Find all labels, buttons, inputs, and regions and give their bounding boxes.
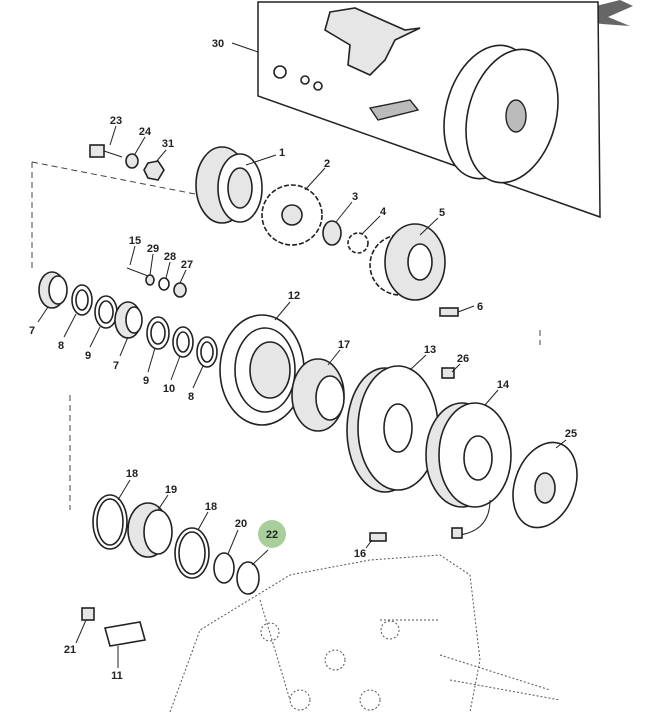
- sprocket-2: [261, 184, 323, 246]
- rotor-13: [346, 365, 439, 493]
- bolt-23: [89, 144, 123, 158]
- armature-25: [512, 441, 578, 529]
- callout-label[interactable]: 3: [352, 191, 358, 203]
- callout-label[interactable]: 11: [111, 670, 123, 682]
- callout-label[interactable]: 7: [113, 360, 119, 372]
- callout-label[interactable]: 31: [162, 138, 174, 150]
- sprocket-hub-5: [369, 223, 446, 301]
- callout-label[interactable]: 2: [324, 158, 330, 170]
- callout-label[interactable]: 21: [64, 644, 76, 656]
- callout-label[interactable]: 15: [129, 235, 141, 247]
- hub-17: [291, 358, 345, 432]
- callout-label[interactable]: 20: [235, 518, 247, 530]
- callout-label[interactable]: 4: [380, 206, 387, 218]
- callout-label[interactable]: 8: [58, 340, 64, 352]
- callout-label[interactable]: 18: [205, 501, 217, 513]
- callout-label[interactable]: 26: [457, 353, 469, 365]
- callout-label[interactable]: 6: [477, 301, 483, 313]
- highlight-circle-22[interactable]: [258, 520, 286, 548]
- callout-labels: 30 23 24 31 1 2 3 4 5 15 29 28 27 7 8 9 …: [29, 38, 577, 682]
- bearing-row: [38, 271, 218, 368]
- callout-label[interactable]: 18: [126, 468, 138, 480]
- callout-label[interactable]: 27: [181, 259, 193, 271]
- callout-label[interactable]: 10: [163, 383, 175, 395]
- callout-label[interactable]: 19: [165, 484, 177, 496]
- callout-label[interactable]: 9: [85, 350, 91, 362]
- callout-label[interactable]: 23: [110, 115, 122, 127]
- kit-box-30: [231, 1, 601, 219]
- callout-label[interactable]: 28: [164, 251, 176, 263]
- callout-label[interactable]: 17: [338, 339, 350, 351]
- callout-label[interactable]: 29: [147, 243, 159, 255]
- callout-label[interactable]: 25: [565, 428, 577, 440]
- callout-label[interactable]: 8: [188, 391, 194, 403]
- callout-label[interactable]: 5: [439, 207, 445, 219]
- plate-12: [219, 314, 305, 426]
- callout-label[interactable]: 9: [143, 375, 149, 387]
- gearbox-housing: [169, 554, 561, 712]
- callout-label[interactable]: 12: [288, 290, 300, 302]
- callout-label[interactable]: 30: [212, 38, 224, 50]
- callout-label[interactable]: 14: [497, 379, 510, 391]
- callout-label[interactable]: 13: [424, 344, 436, 356]
- callout-label[interactable]: 24: [139, 126, 152, 138]
- callout-label[interactable]: 1: [279, 147, 285, 159]
- callout-label[interactable]: 16: [354, 548, 366, 560]
- chain-1: [195, 146, 263, 224]
- callout-label-highlighted[interactable]: 22: [266, 529, 278, 541]
- back-arrow-icon[interactable]: [588, 0, 633, 26]
- callout-label[interactable]: 7: [29, 325, 35, 337]
- coil-14: [425, 402, 512, 539]
